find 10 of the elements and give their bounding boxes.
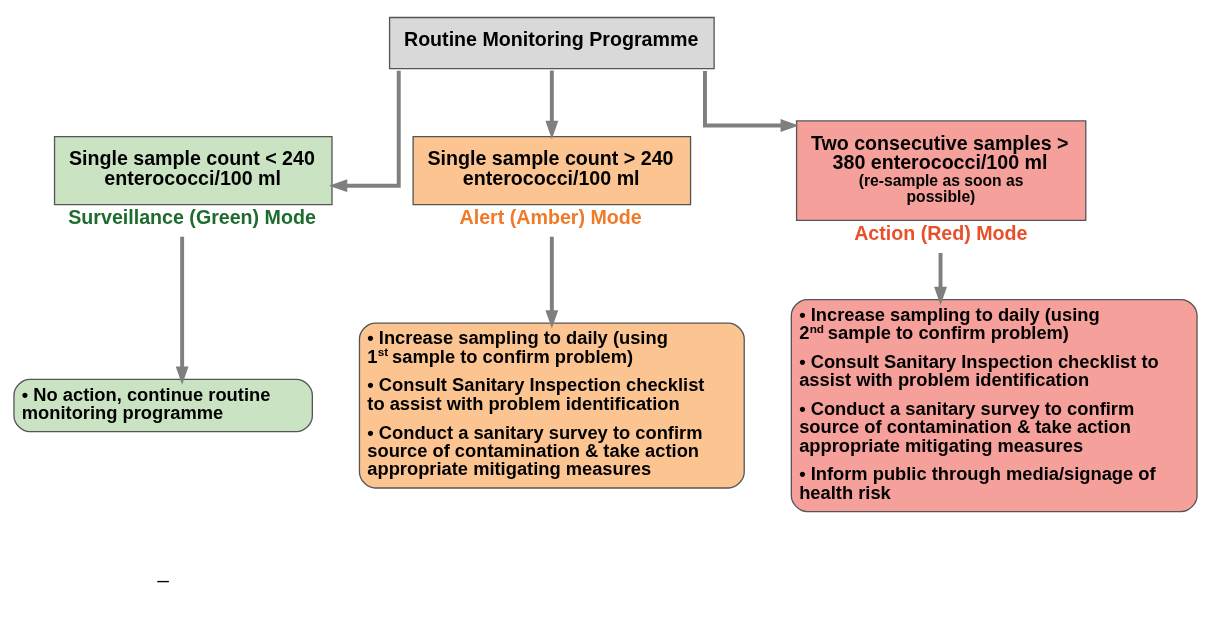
arrow <box>703 70 799 132</box>
node-label: Alert (Amber) Mode <box>459 205 642 228</box>
arrow <box>545 70 559 139</box>
arrow <box>328 70 401 192</box>
arrow <box>175 236 189 385</box>
arrow <box>934 252 947 305</box>
node-label: Action (Red) Mode <box>854 221 1028 244</box>
arrow <box>545 236 559 329</box>
node-label: Surveillance (Green) Mode <box>68 205 316 228</box>
label: – <box>157 567 169 591</box>
